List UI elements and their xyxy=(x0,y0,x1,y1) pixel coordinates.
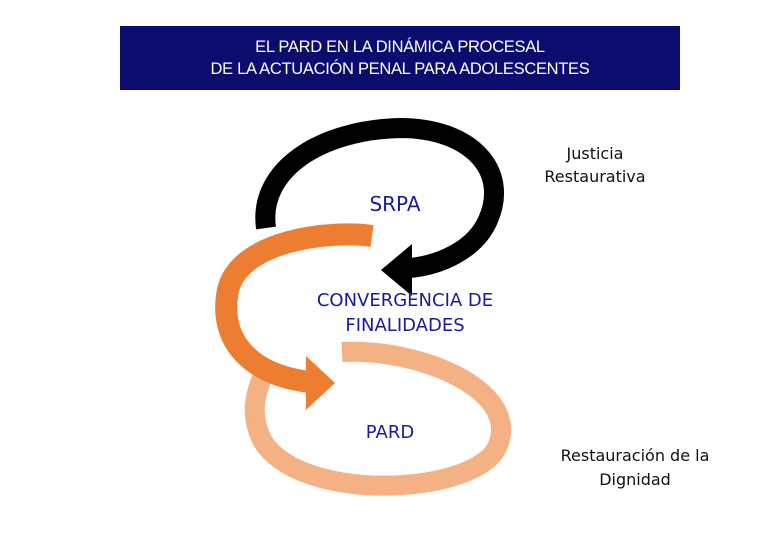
title-line-1: EL PARD EN LA DINÁMICA PROCESAL xyxy=(255,38,545,56)
pard-arrow xyxy=(244,341,511,496)
justicia-arrow xyxy=(255,117,504,278)
convergencia-label: CONVERGENCIA DE FINALIDADES xyxy=(290,288,520,338)
convergencia-line-1: CONVERGENCIA DE xyxy=(316,290,494,311)
restauracion-line-2: Dignidad xyxy=(599,470,671,489)
restauracion-line-1: Restauración de la xyxy=(560,446,710,465)
srpa-label: SRPA xyxy=(369,192,421,216)
pard-label: PARD xyxy=(365,422,415,443)
justicia-arrowhead xyxy=(381,244,412,296)
justicia-line-1: Justicia xyxy=(566,144,624,163)
restauracion-label: Restauración de la Dignidad xyxy=(530,444,740,492)
srpa-arrowhead xyxy=(306,356,335,410)
title-line-2: DE LA ACTUACIÓN PENAL PARA ADOLESCENTES xyxy=(210,60,590,78)
justicia-line-2: Restaurativa xyxy=(544,167,646,186)
srpa-arrow xyxy=(215,223,374,393)
title-banner: EL PARD EN LA DINÁMICA PROCESAL DE LA AC… xyxy=(120,26,680,90)
convergencia-line-2: FINALIDADES xyxy=(345,315,465,336)
justicia-label: Justicia Restaurativa xyxy=(520,142,670,188)
